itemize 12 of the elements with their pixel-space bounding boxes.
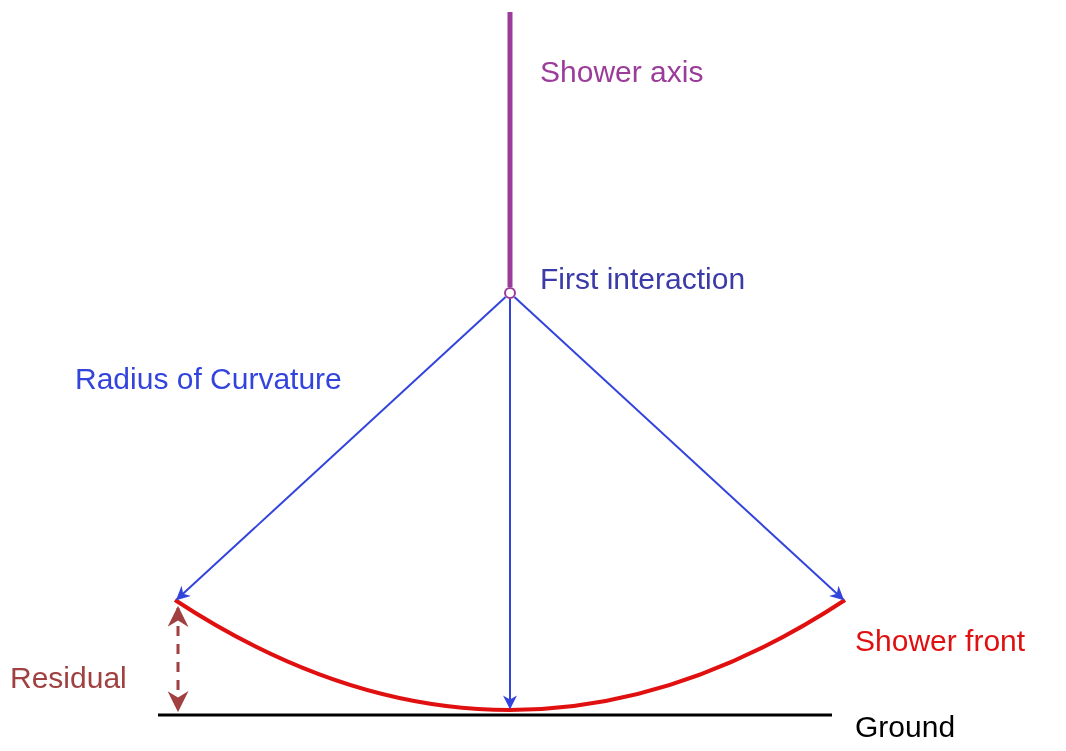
label: Ground — [855, 712, 956, 742]
curve-label: Shower front — [855, 626, 1026, 656]
arrow — [513, 296, 844, 601]
interaction-point — [503, 286, 517, 300]
axis-line — [507, 12, 513, 287]
point-label: First interaction — [540, 264, 746, 294]
arrow — [503, 298, 517, 710]
edge-label: Radius of Curvature — [75, 364, 342, 394]
shower-front-curve — [173, 598, 847, 712]
label: Residual — [10, 663, 127, 693]
arrow — [176, 296, 507, 601]
edge-label: Shower axis — [540, 57, 704, 87]
